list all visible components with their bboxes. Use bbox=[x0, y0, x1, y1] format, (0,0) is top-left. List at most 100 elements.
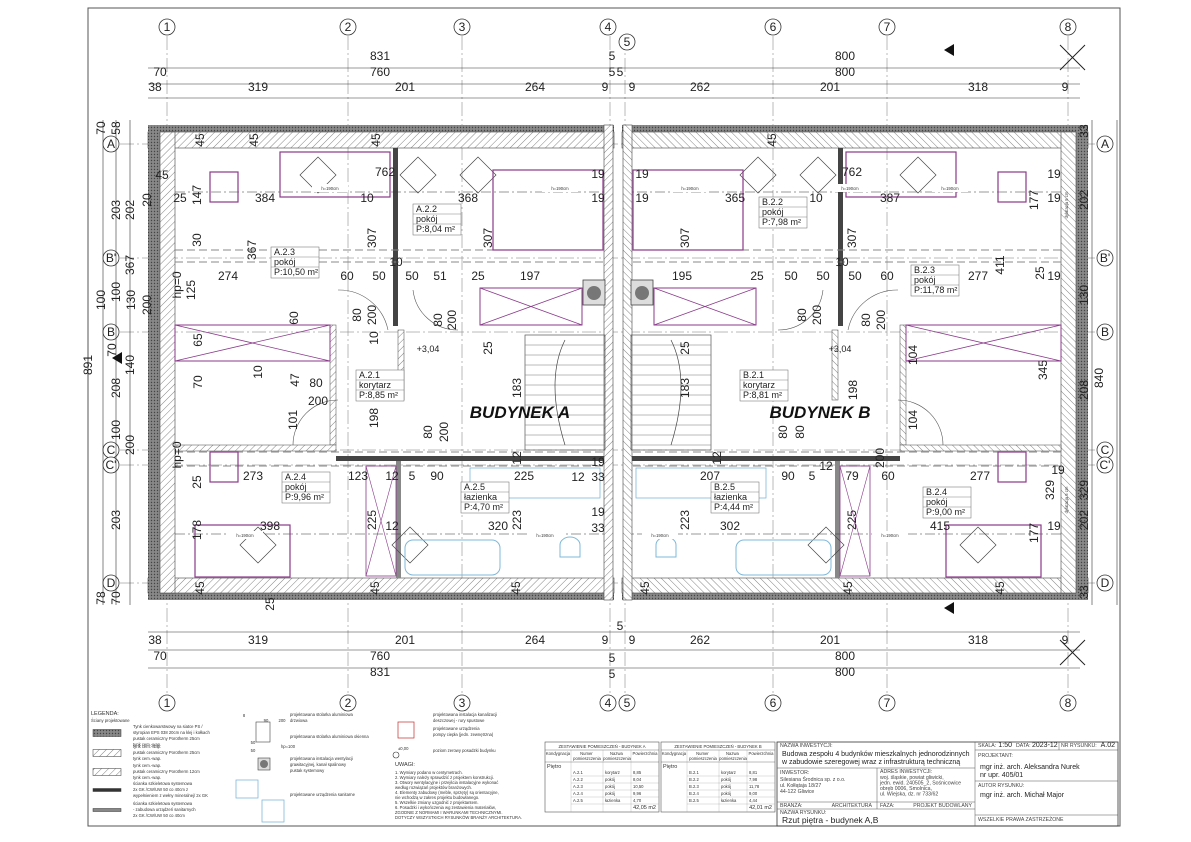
dimension-label: 5 bbox=[609, 65, 616, 79]
dimension-label: 318 bbox=[968, 80, 988, 94]
dimension-label: 60 bbox=[287, 311, 301, 325]
grid-axis-label: A bbox=[107, 137, 115, 151]
desk-furniture bbox=[945, 524, 1042, 578]
room-number: B.2.2 bbox=[762, 197, 783, 207]
legend-text: pustak ceramiczny Porotherm 25cm bbox=[133, 736, 200, 741]
building-b bbox=[621, 124, 1089, 601]
room-label-box bbox=[355, 369, 405, 402]
dimension-label: 47 bbox=[288, 373, 302, 387]
grid-bubble bbox=[599, 694, 617, 712]
dimension-label: 70 bbox=[94, 121, 108, 135]
room-name: pokój bbox=[416, 214, 438, 224]
schedule-cell: 7,98 bbox=[749, 777, 758, 782]
legend-symbol-text: projektowana instalacja kanalizacji bbox=[433, 712, 497, 717]
room-label-box bbox=[922, 486, 972, 519]
note-item: 1. Wymiary podano w centymetrach. bbox=[395, 770, 463, 775]
schedule-header: Numer pomieszczenia bbox=[689, 751, 717, 761]
dimension-label: 195 bbox=[672, 269, 692, 283]
partition-wall bbox=[393, 148, 398, 326]
dimension-label: 80 bbox=[421, 425, 435, 439]
sanitary-symbol-icon bbox=[235, 779, 259, 799]
dimension-label: 762 bbox=[842, 165, 862, 179]
staircase bbox=[524, 334, 606, 451]
label-bg bbox=[932, 184, 968, 192]
dimension-label: 831 bbox=[370, 665, 390, 679]
insulation-left bbox=[1076, 125, 1088, 600]
legend-symbol-text: projektowane urządzenia sanitarne bbox=[290, 792, 356, 797]
schedule-cell: A.2.1 bbox=[573, 770, 583, 775]
staircase bbox=[630, 334, 712, 451]
schedule-cell: 8,85 bbox=[633, 770, 642, 775]
expansion-joint-note: dylatacja 5 cm bbox=[1064, 486, 1069, 513]
schedule-cell: 8,04 bbox=[633, 777, 642, 782]
dimension-label: 225 bbox=[365, 510, 379, 530]
legend-text: ścianka szkieletowa systemowa bbox=[133, 781, 193, 786]
dimension-label: 177 bbox=[1027, 523, 1041, 543]
legend-text: tynk cem.-wap. bbox=[133, 763, 161, 768]
height-note: h=190cm bbox=[321, 186, 339, 191]
legend-symbol-text: pustak systemowy bbox=[290, 768, 325, 773]
grid-axis-label: 4 bbox=[605, 696, 612, 710]
dimension-label: 25 bbox=[190, 475, 204, 489]
dimension-label: 800 bbox=[835, 49, 855, 63]
bed-furniture bbox=[492, 169, 604, 251]
dimension-label: 264 bbox=[525, 633, 545, 647]
door-swing bbox=[777, 289, 824, 331]
room-number: B.2.3 bbox=[914, 265, 935, 275]
label: FAZA: bbox=[880, 803, 894, 809]
designer-license: nr upr. 405/01 bbox=[980, 772, 1023, 779]
investor-line: Silesiana Środnica sp. z o.o. bbox=[780, 775, 845, 783]
dimension-label: 20 bbox=[140, 193, 154, 207]
wardrobe-cross bbox=[653, 287, 757, 326]
heat-pump-icon bbox=[397, 721, 415, 739]
room-label-box bbox=[710, 481, 760, 514]
dimension-label: 5 bbox=[609, 49, 616, 63]
zero-level-label: ±0,00 bbox=[398, 746, 409, 751]
schedule-cell: korytarz bbox=[605, 770, 620, 775]
flue-symbol-icon bbox=[260, 760, 268, 768]
dimension-label: 9 bbox=[602, 80, 609, 94]
schedule-cell: B.2.5 bbox=[689, 798, 699, 803]
dimension-label: 307 bbox=[678, 228, 692, 248]
wall-left bbox=[1060, 131, 1077, 594]
door-swing bbox=[847, 289, 899, 331]
label: PROJEKTANT: bbox=[978, 753, 1013, 759]
insulation-top bbox=[148, 125, 614, 132]
grid-axis-label: 1 bbox=[164, 696, 171, 710]
dimension-label: 25 bbox=[471, 269, 485, 283]
dimension-label: 80 bbox=[776, 425, 790, 439]
room-name: pokój bbox=[762, 207, 784, 217]
legend-symbol-text: grawitacyjnej, kanał spalinowy bbox=[290, 762, 347, 767]
dimension-label: 125 bbox=[184, 280, 198, 300]
dimension-label: 368 bbox=[458, 191, 478, 205]
insulation-bottom bbox=[622, 593, 1088, 600]
legend-subtitle: Ściany projektowane bbox=[91, 718, 130, 723]
note-item: nie wchodzą w zakres projektu budowlaneg… bbox=[395, 795, 479, 800]
schedule-title: ZESTAWIENIE POMIESZCZEŃ - BUDYNEK A bbox=[558, 744, 645, 749]
grid-axis-label: C' bbox=[1100, 458, 1111, 472]
schedule-cell: A.2.4 bbox=[573, 791, 583, 796]
dimension-label: 58 bbox=[109, 121, 123, 135]
schedule-header: Nazwa pomieszczenia bbox=[603, 751, 631, 761]
legend-swatch bbox=[92, 768, 122, 776]
dimension-label: 19 bbox=[591, 191, 605, 205]
room-number: A.2.2 bbox=[416, 204, 437, 214]
label-bg bbox=[832, 184, 868, 192]
grid-axis-label: C bbox=[107, 443, 116, 457]
note-item: DOTYCZY WSZYSTKICH RYSUNKÓW BRANŻY ARCHI… bbox=[395, 815, 522, 820]
dimension-label: 367 bbox=[123, 255, 137, 275]
legend-symbol-text: projektowana stolarka aluminiowa okienna bbox=[290, 734, 369, 739]
dimension-label: 19 bbox=[591, 455, 605, 469]
dimension-label: 12 bbox=[571, 470, 585, 484]
dimension-label: 10 bbox=[360, 191, 374, 205]
schedule-header: Nazwa pomieszczenia bbox=[719, 751, 747, 761]
dimension-label: 760 bbox=[370, 65, 390, 79]
dimension-label: 10 bbox=[389, 255, 403, 269]
schedule-cell: 10,50 bbox=[633, 784, 644, 789]
legend-symbol-text: deszczowej - rury spustowe bbox=[433, 718, 485, 723]
dimension-label: 345 bbox=[1036, 360, 1050, 380]
dimension-label: 208 bbox=[109, 378, 123, 398]
dimension-label: 50 bbox=[848, 269, 862, 283]
